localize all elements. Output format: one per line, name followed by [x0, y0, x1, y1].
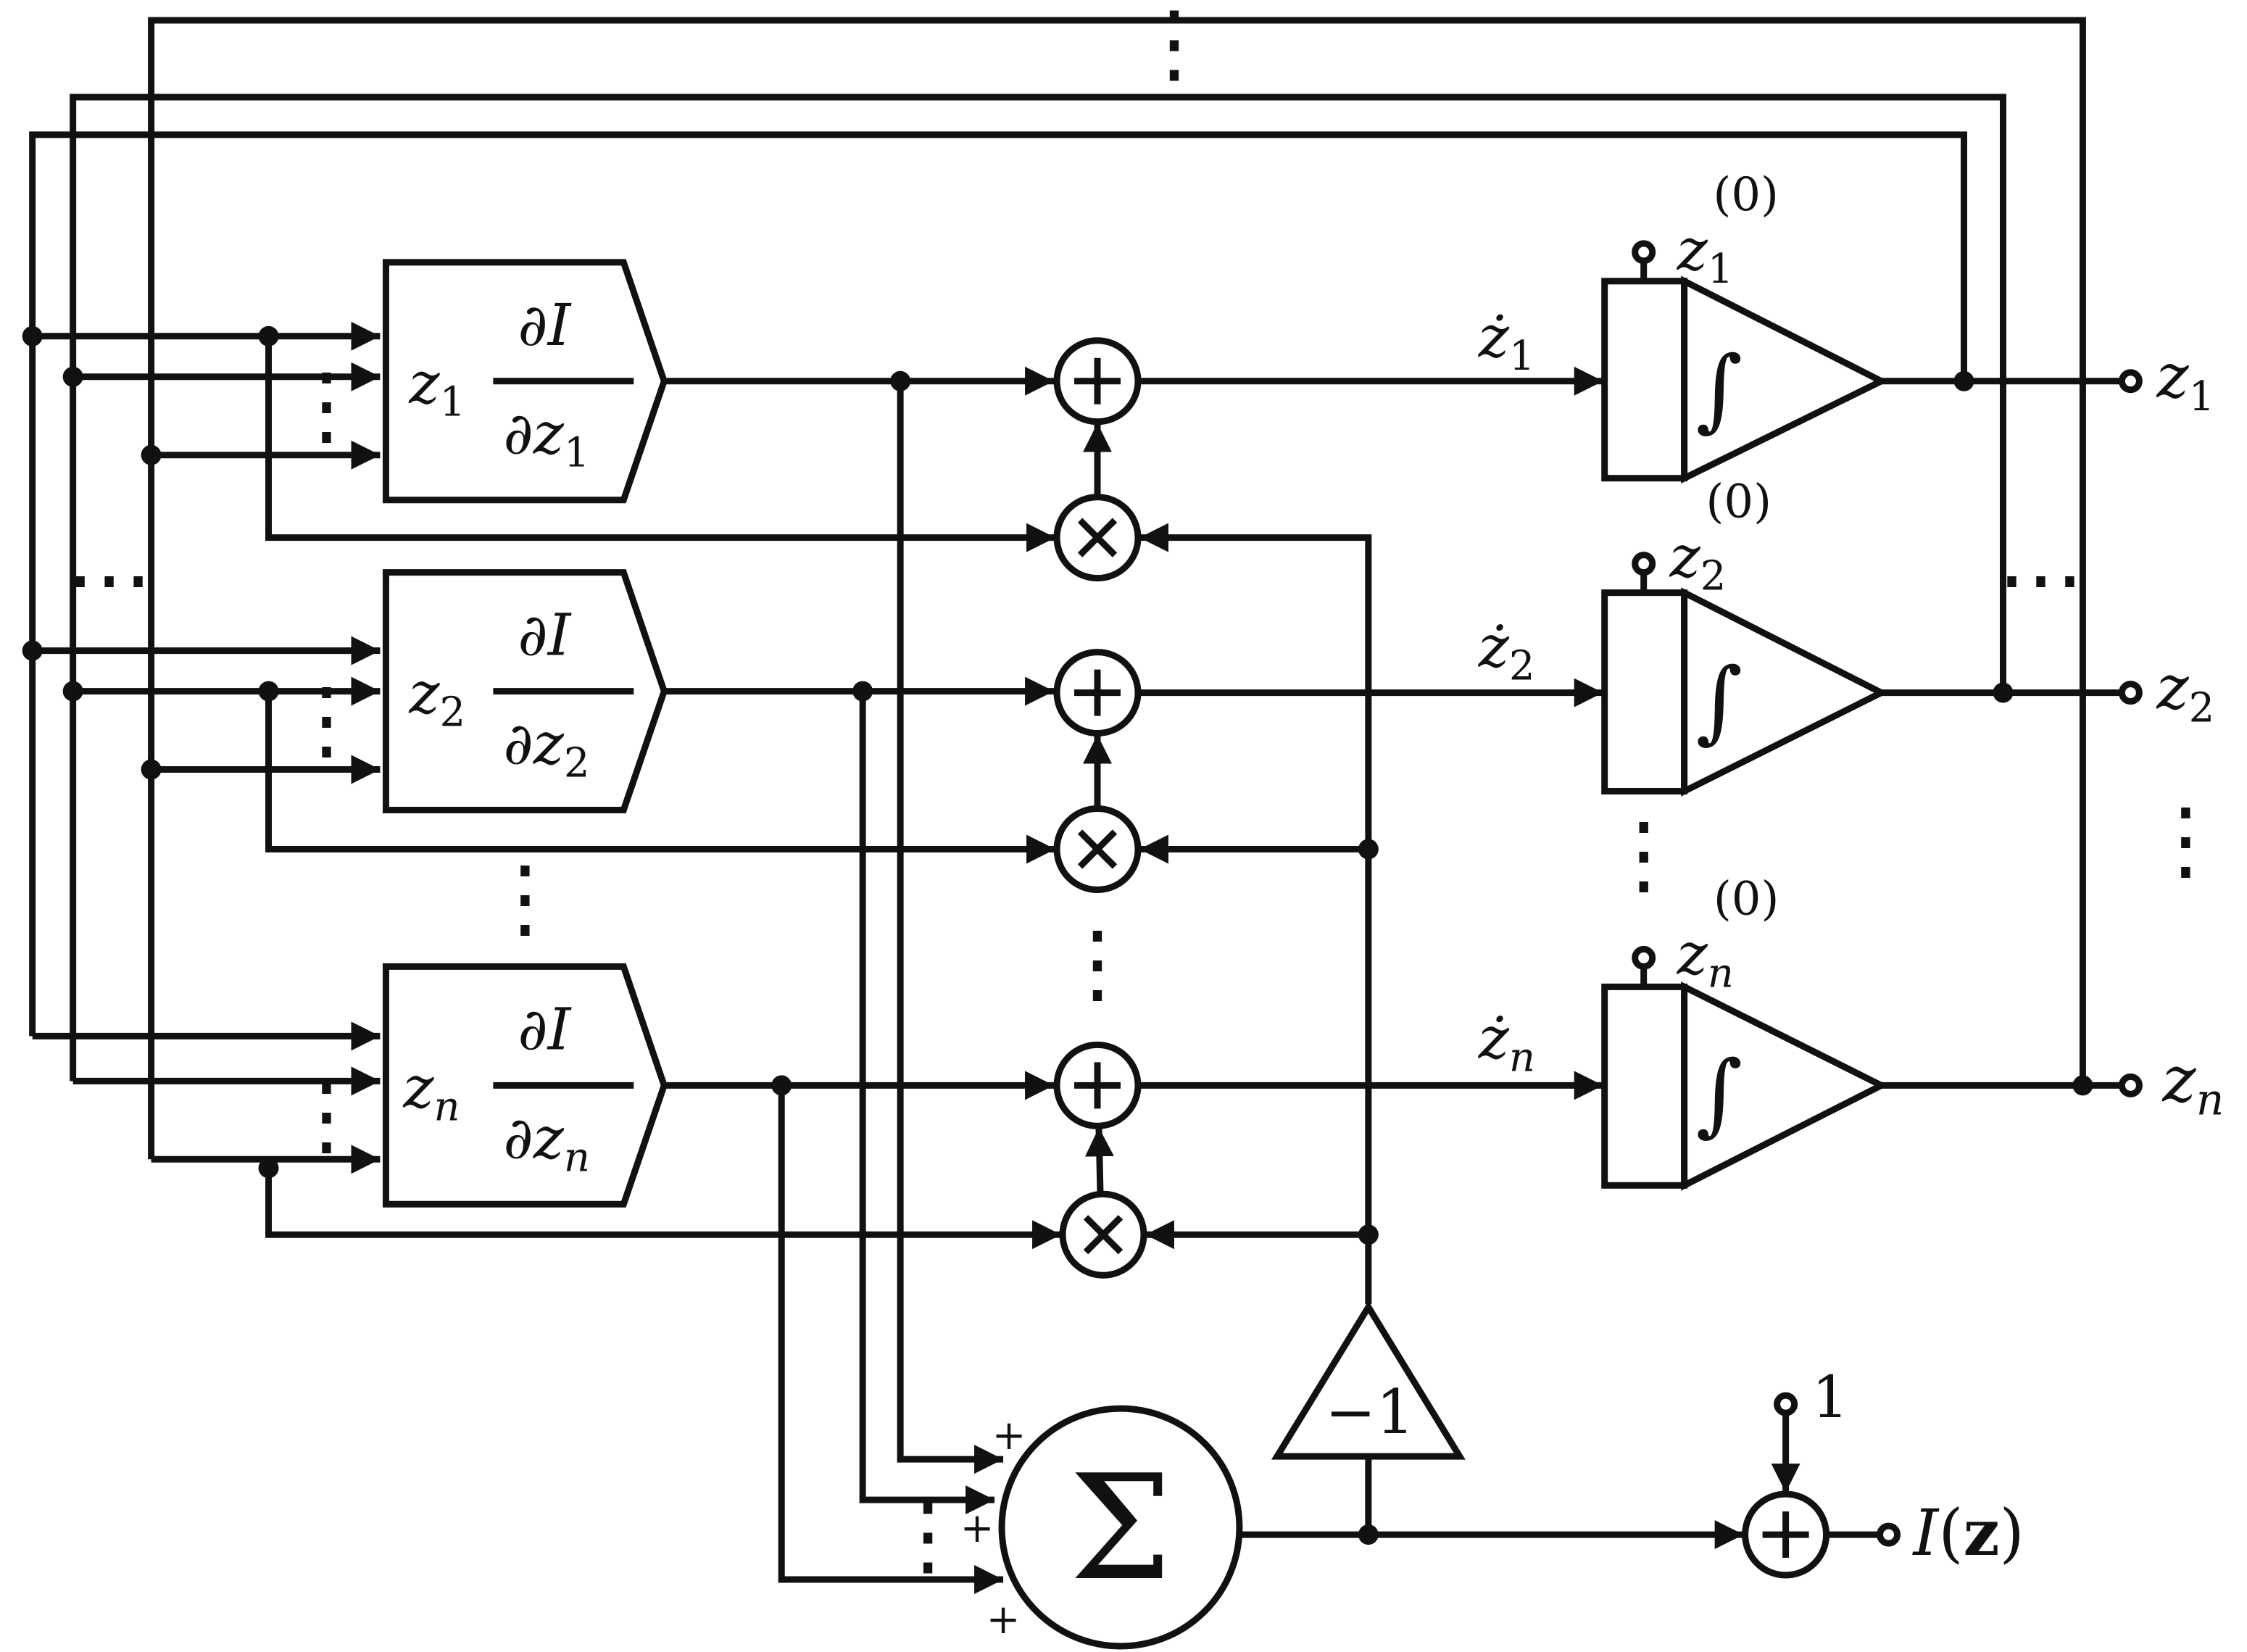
- final-adder: 1 I(z): [1742, 1363, 2024, 1579]
- block-sub: 1: [440, 379, 466, 426]
- integral-symbol: ∫: [1696, 1042, 1743, 1146]
- block-var: z: [408, 349, 440, 417]
- output-port-I: [1877, 1522, 1901, 1547]
- multiplier-2: [1053, 805, 1142, 893]
- deriv-label: żn: [1478, 1004, 1535, 1081]
- svg-text:zn: zn: [402, 1053, 460, 1130]
- deriv-label: ż1: [1478, 303, 1535, 380]
- ic-label: z2(0): [1669, 476, 1772, 600]
- adder-n: [1053, 1041, 1142, 1129]
- output-func-label: I(z): [1912, 1495, 2024, 1570]
- block-var: z: [402, 1053, 434, 1121]
- block-numerator: ∂I: [518, 995, 571, 1063]
- block-var: z: [408, 660, 440, 727]
- diagram-canvas: z1 ∂I ∂z1 z2 ∂I ∂z2 zn ∂I ∂zn: [22, 0, 2230, 1650]
- constant-port: [1774, 1392, 1798, 1416]
- ellipsis-blocks: ⋮: [481, 847, 568, 948]
- block-den-sub: 1: [564, 430, 590, 477]
- deriv-label: ż2: [1478, 613, 1535, 690]
- gain-label: −1: [1325, 1377, 1415, 1448]
- gradient-block-1: z1 ∂I ∂z1: [382, 259, 668, 504]
- ellipsis-summer-inputs: ⋮: [884, 1485, 971, 1586]
- output-port-zn: [2118, 1073, 2143, 1097]
- integral-symbol: ∫: [1696, 338, 1743, 442]
- ellipses: ⋮ ⋯ ⋯ ⋮ ⋮ ⋮ ⋮ ⋮ ⋮ ⋮ ⋮: [66, 0, 2230, 1586]
- block-den-var: ∂z: [503, 710, 564, 778]
- svg-text:z1: z1: [408, 349, 465, 426]
- ellipsis-block1-inputs: ⋮: [283, 355, 370, 456]
- gradient-block-n: zn ∂I ∂zn: [382, 963, 668, 1208]
- feedback-bus-zn: [148, 17, 2086, 1160]
- multiplier-feeds: [265, 336, 1062, 1250]
- feedback-bus-z1: [29, 131, 1967, 1037]
- adder-outputs: [1139, 366, 1603, 1100]
- block-numerator: ∂I: [518, 602, 571, 669]
- block-den-sub: 2: [564, 740, 590, 787]
- multiplier-n: [1059, 1190, 1147, 1279]
- svg-text:∂zn: ∂zn: [503, 1104, 590, 1181]
- integrator-1: ∫ z1(0) ż1 z1: [1478, 168, 2214, 483]
- block-numerator: ∂I: [518, 291, 571, 359]
- junction-dots: [22, 325, 2093, 1545]
- multn-to-addern: [1084, 1127, 1114, 1195]
- output-label: z1: [2156, 341, 2214, 420]
- adder-2: [1053, 649, 1142, 737]
- block-den-var: ∂z: [503, 1104, 564, 1171]
- gain-distribution: [1139, 523, 1372, 1305]
- ellipsis-integrators: ⋮: [1600, 804, 1687, 905]
- ic-port: [1632, 945, 1656, 970]
- svg-text:∂z2: ∂z2: [503, 710, 589, 787]
- block-sub: n: [434, 1083, 460, 1130]
- output-port-z1: [2118, 369, 2143, 394]
- gradient-outputs: [664, 366, 1055, 1595]
- ellipsis-right: ⋯: [1997, 529, 2084, 630]
- svg-text:∂z1: ∂z1: [503, 400, 589, 477]
- summer-sign-1: +: [992, 1412, 1026, 1459]
- adder-1: [1053, 337, 1142, 426]
- gradient-block-2: z2 ∂I ∂z2: [382, 569, 668, 814]
- output-port-z2: [2118, 681, 2143, 705]
- ic-label: z1(0): [1677, 168, 1779, 293]
- ellipsis-adders: ⋮: [1054, 913, 1141, 1013]
- ic-port: [1632, 240, 1656, 265]
- multiplier-1: [1053, 494, 1142, 582]
- summer: Σ + + +: [960, 1405, 1243, 1650]
- block-sub: 2: [440, 689, 466, 736]
- block-den-sub: n: [564, 1134, 590, 1181]
- svg-text:z2: z2: [408, 660, 465, 736]
- gain-block: −1: [1271, 1300, 1466, 1460]
- integrator-2: ∫ z2(0) ż2 z2: [1478, 476, 2214, 797]
- ic-port: [1632, 552, 1656, 576]
- integral-symbol: ∫: [1696, 649, 1743, 754]
- ellipsis-block2-inputs: ⋮: [283, 670, 370, 771]
- ellipsis-top: ⋮: [1131, 0, 1218, 94]
- output-label: zn: [2161, 1042, 2224, 1125]
- ellipsis-outputs: ⋮: [2142, 789, 2229, 890]
- ic-label: zn(0): [1677, 872, 1779, 997]
- feedback-bus-z2: [70, 94, 2006, 1082]
- output-label: z2: [2156, 652, 2214, 732]
- summer-sign-2: +: [960, 1505, 994, 1552]
- summer-sign-3: +: [987, 1596, 1021, 1643]
- integrator-n: ∫ zn(0) żn zn: [1478, 872, 2224, 1191]
- ellipsis-blockn-inputs: ⋮: [283, 1065, 370, 1166]
- constant-label: 1: [1812, 1363, 1849, 1431]
- ellipsis-left: ⋯: [66, 529, 153, 630]
- block-den-var: ∂z: [503, 400, 564, 468]
- summer-output: [1239, 1459, 1744, 1550]
- sigma-symbol: Σ: [1069, 1444, 1171, 1613]
